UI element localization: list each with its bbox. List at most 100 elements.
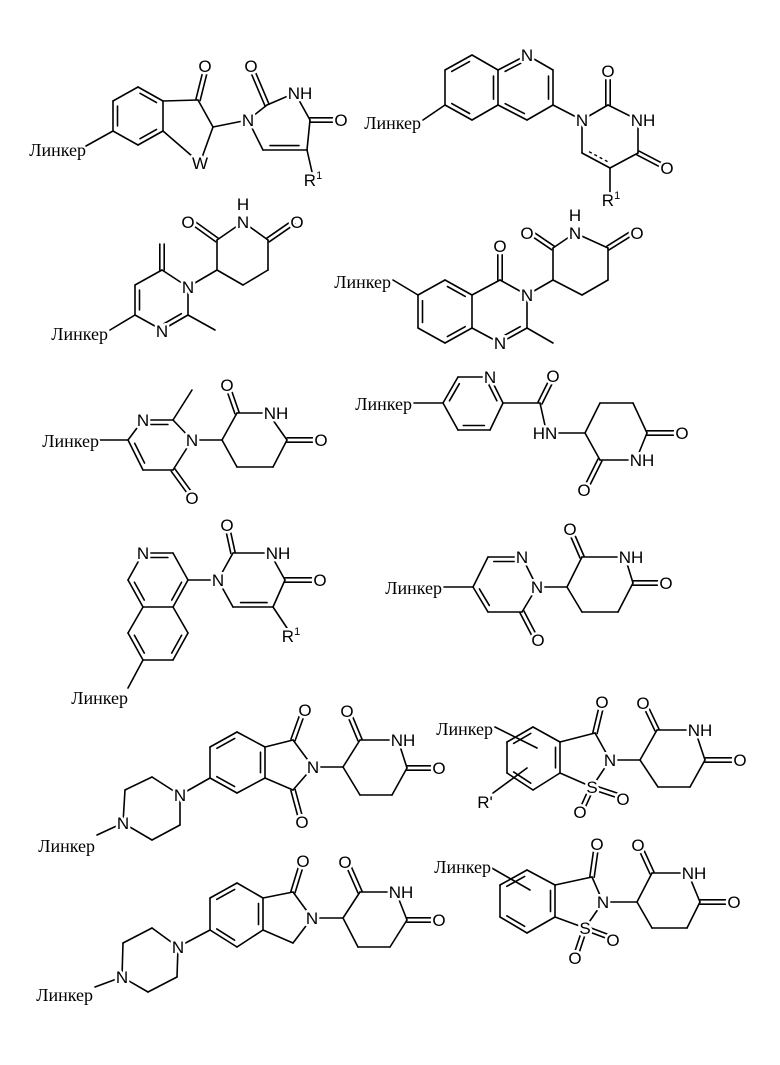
bond [687, 902, 700, 928]
bond [589, 152, 607, 162]
oxygen-label: O [568, 949, 581, 968]
bond [217, 270, 243, 285]
bond [243, 270, 268, 285]
oxygen-label: O [660, 159, 673, 178]
oxygen-label: O [181, 213, 194, 232]
r-symbol: R [304, 171, 316, 190]
sulfur-label: S [579, 919, 590, 938]
linker-label: Линкер [51, 324, 108, 344]
oxygen-label: O [295, 813, 308, 832]
bond [263, 892, 293, 898]
nitrogen-label: N [212, 571, 224, 590]
nitrogen-label: N [484, 368, 496, 387]
r1-label: R1 [282, 626, 300, 646]
oxygen-label: O [590, 835, 603, 854]
bond [637, 902, 652, 928]
hydrogen-label: H [237, 195, 249, 214]
oxygen-label: O [520, 224, 533, 243]
bond [447, 286, 465, 296]
nitrogen-label: N [186, 431, 198, 450]
nitrogen-label: N [494, 334, 506, 353]
bond [222, 413, 237, 440]
nh-label: NH [389, 883, 414, 902]
bond [560, 733, 595, 742]
bond [237, 883, 263, 898]
oxygen-label: O [630, 224, 643, 243]
bond [479, 589, 489, 606]
oxygen-label: O [244, 57, 257, 76]
bond [343, 918, 358, 947]
nitrogen-label: N [237, 213, 249, 232]
bond [527, 870, 555, 885]
bond [452, 104, 470, 114]
nitrogen-label: N [604, 751, 616, 770]
bond [452, 62, 470, 72]
bond [585, 433, 600, 460]
bond [128, 660, 143, 688]
linker-label: Линкер [364, 113, 421, 133]
oxygen-label: O [338, 853, 351, 872]
bond [648, 706, 659, 729]
bond [533, 773, 560, 790]
bond [447, 327, 465, 337]
oxygen-label: O [185, 489, 198, 508]
bond [135, 443, 145, 463]
bond [418, 280, 445, 295]
bond [449, 384, 459, 401]
oxygen-label: O [220, 516, 233, 535]
nh-label: NH [391, 731, 416, 750]
bond [493, 768, 527, 793]
bond [172, 582, 182, 600]
nh-label: NH [682, 864, 707, 883]
oxygen-label: O [573, 803, 586, 822]
nitrogen-label: N [521, 286, 533, 305]
bond [265, 740, 293, 747]
linker-label: Линкер [334, 272, 391, 292]
nitrogen-label: N [531, 578, 543, 597]
r1-label: R1 [304, 170, 322, 190]
bond [113, 87, 138, 101]
nitrogen-label: N [516, 548, 528, 567]
bond [163, 100, 198, 101]
structure-9 [97, 714, 434, 840]
bond [148, 977, 177, 992]
oxygen-label: O [432, 911, 445, 930]
bond [472, 55, 498, 70]
bond [527, 105, 553, 120]
r-prime-label: R' [477, 793, 493, 812]
bond [307, 150, 312, 172]
bond [514, 772, 531, 783]
bond [633, 403, 647, 433]
bond [585, 403, 600, 433]
bond [553, 280, 582, 295]
oxygen-label: O [606, 931, 619, 950]
linker-label: Линкер [71, 688, 128, 708]
nh-label: NH [266, 544, 291, 563]
oxygen-label: O [220, 376, 233, 395]
oxygen-label: O [290, 213, 303, 232]
bond [472, 105, 498, 120]
bond [237, 930, 263, 947]
bond [273, 580, 285, 607]
nitrogen-label: N [156, 322, 168, 341]
nitrogen-label: N [307, 758, 319, 777]
oxygen-label: O [198, 57, 211, 76]
bond [113, 131, 138, 145]
structure-2 [110, 220, 295, 330]
r1-label: R1 [602, 190, 620, 210]
linker-label: Линкер [36, 985, 93, 1005]
oxygen-label: O [577, 481, 590, 500]
bond [472, 280, 500, 295]
bond [173, 607, 188, 633]
bond [343, 892, 360, 918]
nitrogen-label: N [116, 968, 128, 987]
bond [343, 740, 360, 767]
bond [495, 727, 537, 748]
bond [567, 587, 582, 612]
nh-label: NH [688, 721, 713, 740]
bond [134, 582, 144, 600]
hydrogen-label: H [569, 206, 581, 225]
nitrogen-label: N [182, 278, 194, 297]
linker-label: Линкер [355, 394, 412, 414]
